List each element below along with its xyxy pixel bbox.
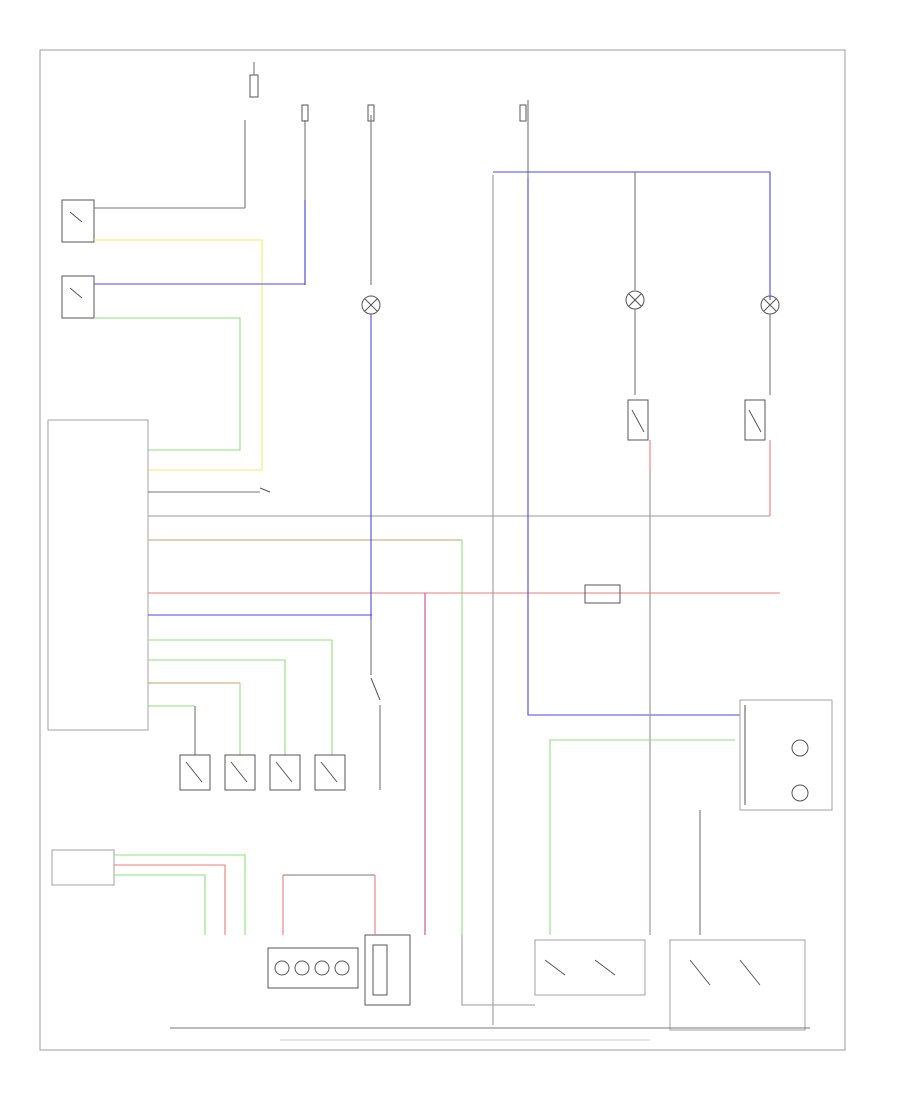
driver-door-switch xyxy=(179,754,211,791)
trunk-light-switch xyxy=(370,677,381,790)
trunk-light xyxy=(361,295,381,315)
keyless-receiver-unit xyxy=(51,849,115,886)
door-switch-upper xyxy=(61,275,95,319)
rear-door-switch xyxy=(744,399,766,441)
key-switch xyxy=(61,199,95,243)
door-lock-actuator xyxy=(534,939,646,996)
right-relay-unit xyxy=(739,699,833,811)
multiplex-control-unit xyxy=(47,419,149,731)
under-hood-fuse-relay-box xyxy=(364,934,411,1006)
inline-connector xyxy=(584,584,621,604)
left-rear-door-switch xyxy=(269,754,301,791)
diode-group xyxy=(267,947,359,989)
front-passenger-door-switch-lower xyxy=(224,754,256,791)
fuse-block-top xyxy=(249,62,529,122)
front-passenger-door-switch xyxy=(627,399,649,441)
diagram-border xyxy=(39,49,846,1051)
power-window-master-switch xyxy=(669,939,806,1031)
right-rear-door-switch xyxy=(314,754,346,791)
front-passenger-door-light xyxy=(625,290,645,310)
